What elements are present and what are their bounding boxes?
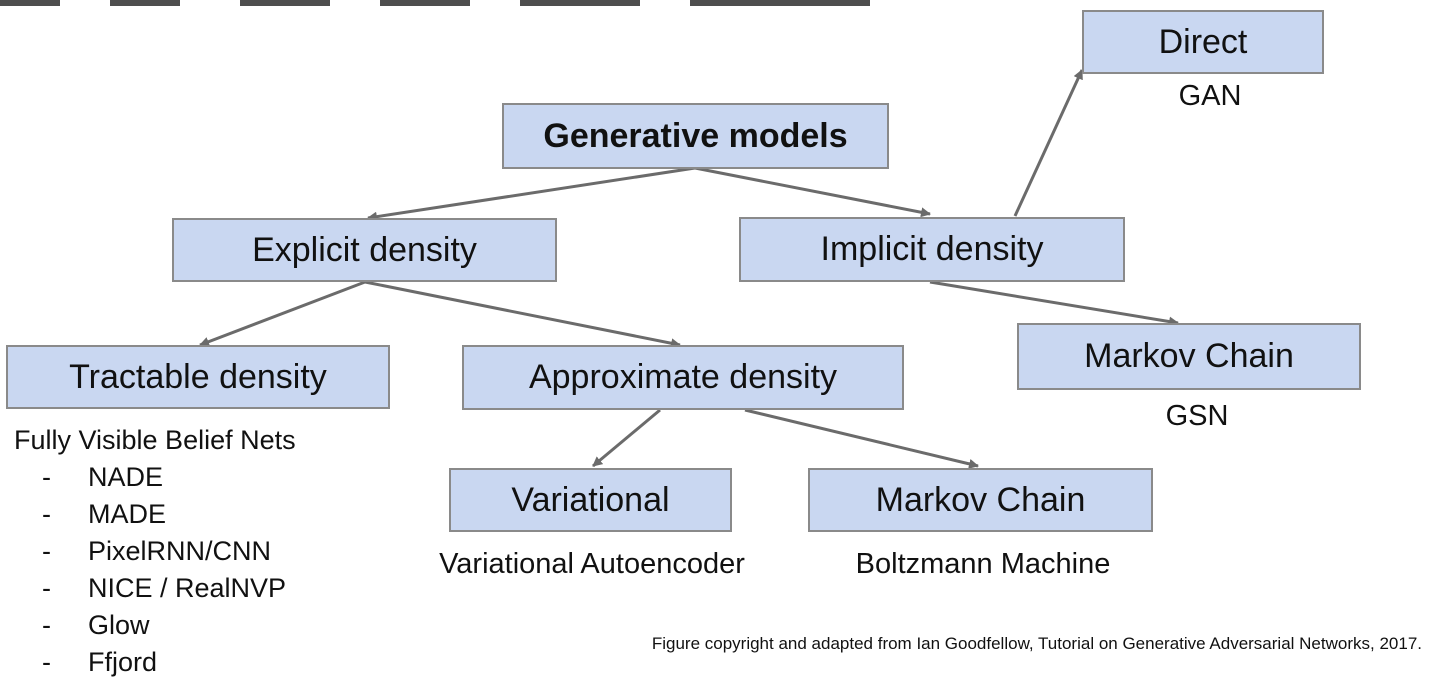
arrow-implicit-direct	[1013, 69, 1084, 217]
caption-boltzmann-machine: Boltzmann Machine	[855, 548, 1111, 580]
arrow-explicit-tractable	[199, 280, 366, 347]
list-item-label: MADE	[88, 499, 167, 529]
figure-credit: Figure copyright and adapted from Ian Go…	[651, 634, 1422, 653]
list-item-label: Glow	[88, 610, 150, 640]
list-bullet: -	[42, 499, 51, 529]
node-generative-models: Generative models	[502, 103, 889, 169]
list-item-label: NICE / RealNVP	[88, 573, 287, 603]
node-markov-chain-approx: Markov Chain	[808, 468, 1153, 532]
list-item: - MADE	[14, 496, 296, 533]
list-title: Fully Visible Belief Nets	[14, 425, 296, 455]
list-item: - Glow	[14, 607, 296, 644]
list-item-label: PixelRNN/CNN	[88, 536, 272, 566]
caption-gan: GAN	[1178, 80, 1242, 112]
node-approximate-density: Approximate density	[462, 345, 904, 410]
node-implicit-density: Implicit density	[739, 217, 1125, 282]
list-item: - NADE	[14, 459, 296, 496]
list-item-label: Ffjord	[88, 647, 158, 677]
node-explicit-density: Explicit density	[172, 218, 557, 282]
arrow-implicit-markov	[929, 280, 1179, 327]
list-item: - PixelRNN/CNN	[14, 533, 296, 570]
arrow-approx-markov	[744, 408, 979, 469]
list-bullet: -	[42, 573, 51, 603]
tractable-examples-list: Fully Visible Belief Nets - NADE - MADE - Pix…	[14, 422, 296, 681]
list-bullet: -	[42, 462, 51, 492]
arrow-explicit-approximate	[364, 280, 681, 349]
arrow-root-implicit	[694, 166, 931, 218]
list-bullet: -	[42, 610, 51, 640]
arrow-approx-variational	[592, 408, 661, 468]
cropped-title-strip	[0, 0, 870, 6]
list-item: - Ffjord	[14, 644, 296, 681]
caption-variational-autoencoder: Variational Autoencoder	[439, 548, 745, 580]
arrow-root-explicit	[367, 166, 696, 222]
node-direct: Direct	[1082, 10, 1324, 74]
list-item-label: NADE	[88, 462, 164, 492]
caption-gsn: GSN	[1165, 400, 1229, 432]
list-bullet: -	[42, 647, 51, 677]
node-markov-chain-implicit: Markov Chain	[1017, 323, 1361, 390]
node-variational: Variational	[449, 468, 732, 532]
list-bullet: -	[42, 536, 51, 566]
list-items: - NADE - MADE - PixelRNN/CNN - NICE / RealNVP - G…	[14, 459, 296, 681]
list-item: - NICE / RealNVP	[14, 570, 296, 607]
node-tractable-density: Tractable density	[6, 345, 390, 409]
